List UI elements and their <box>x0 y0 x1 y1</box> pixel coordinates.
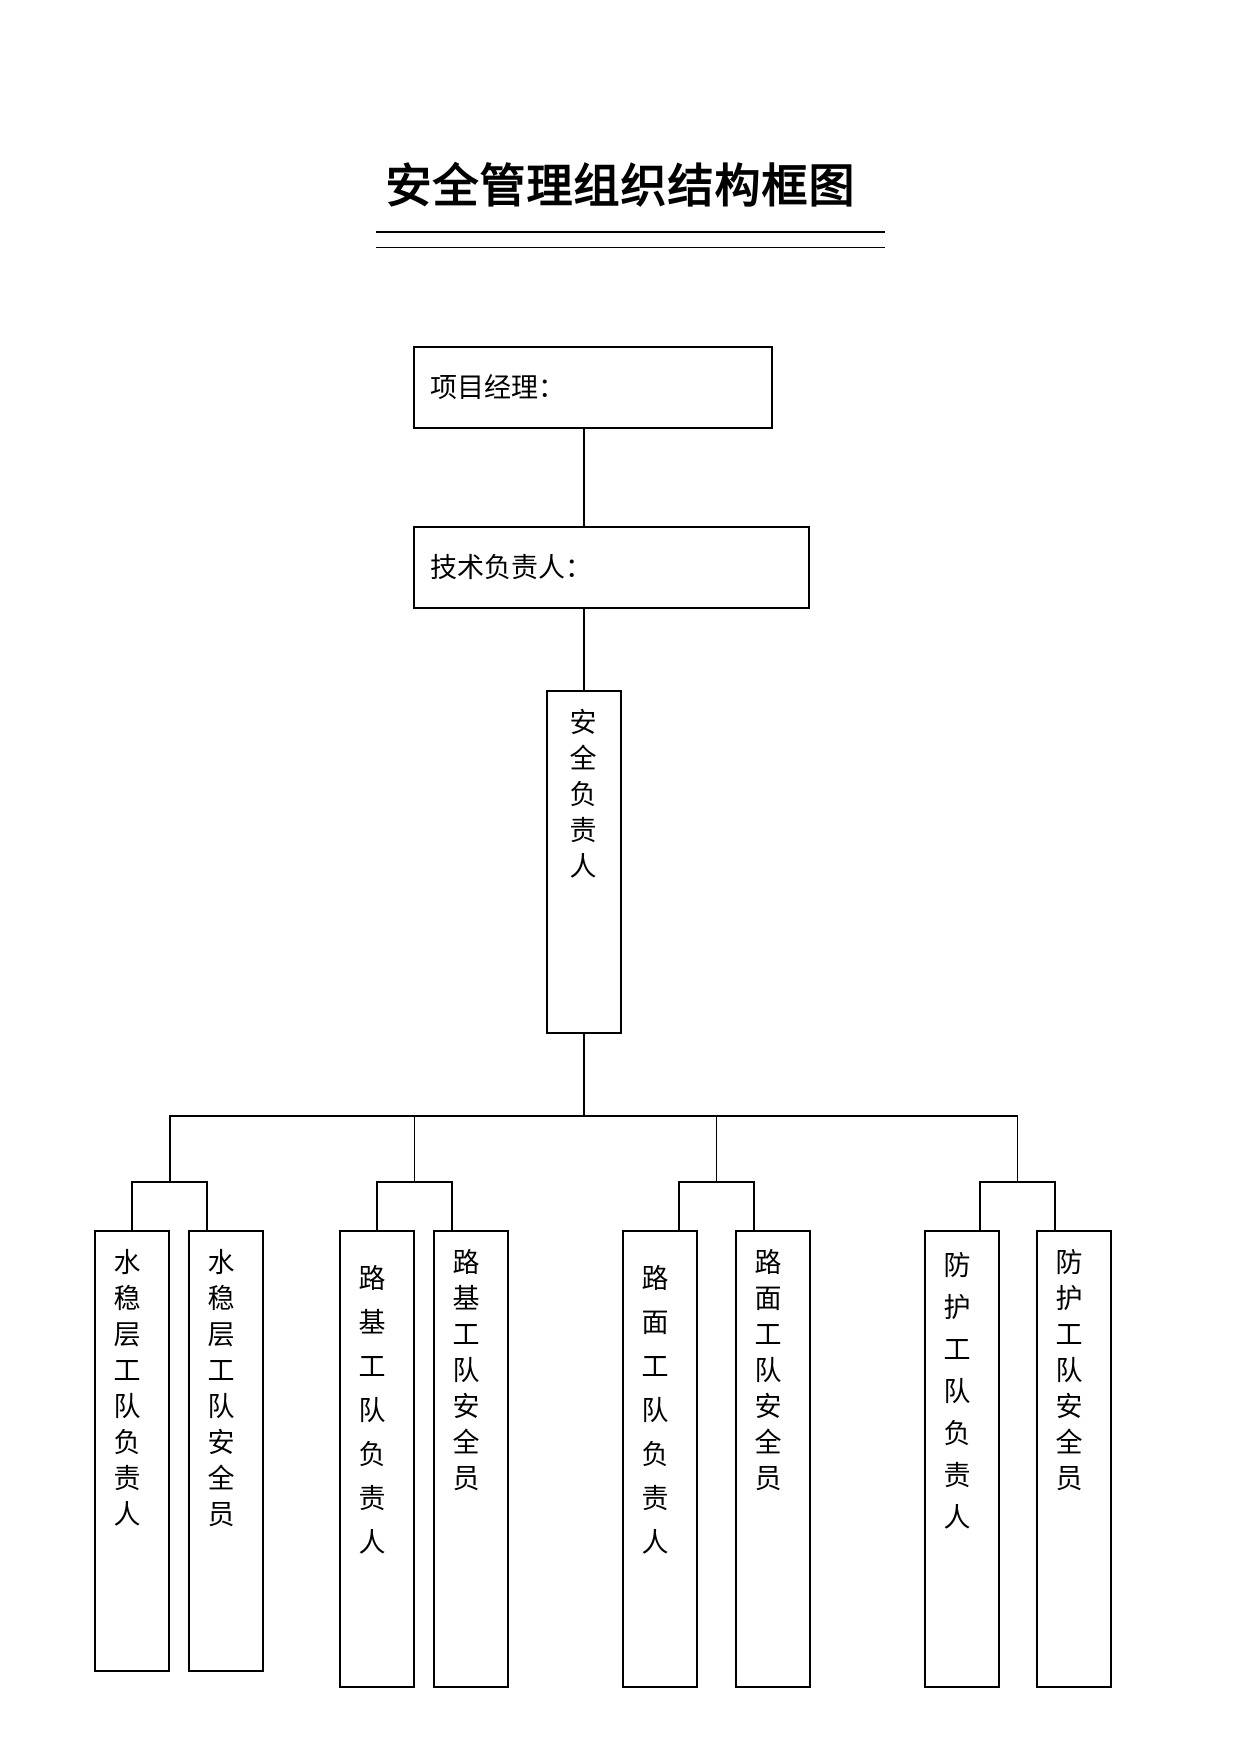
team-1-safety-drop <box>206 1181 208 1230</box>
team-3-bar <box>678 1181 755 1183</box>
team-1-bar <box>131 1181 208 1183</box>
project-manager-label: 项目经理： <box>430 373 565 404</box>
team-3-lead-label: 路面工队负责人 <box>641 1264 669 1559</box>
team-2-lead-drop <box>376 1181 378 1230</box>
main-bus <box>169 1115 1018 1117</box>
team-3-safety-box: 路面工队安全员 <box>735 1230 811 1688</box>
team-2-safety-box: 路基工队安全员 <box>433 1230 509 1688</box>
safety-lead-box: 安全负责人 <box>546 690 622 1034</box>
tech-lead-label: 技术负责人： <box>430 553 592 584</box>
title-underline-top <box>376 231 885 233</box>
team-3-safety-drop <box>753 1181 755 1230</box>
connector-pm-tech <box>583 429 585 526</box>
team-4-bar <box>979 1181 1056 1183</box>
team-4-lead-drop <box>979 1181 981 1230</box>
team-3-lead-drop <box>678 1181 680 1230</box>
connector-tech-safety <box>583 609 585 690</box>
title-underline-bottom <box>376 247 885 248</box>
team-2-lead-label: 路基工队负责人 <box>358 1264 386 1559</box>
team-1-safety-box: 水稳层工队安全员 <box>188 1230 264 1672</box>
team-4-lead-label: 防护工队负责人 <box>943 1251 971 1534</box>
team-2-safety-drop <box>451 1181 453 1230</box>
drop-team-3 <box>716 1115 717 1181</box>
team-2-lead-box: 路基工队负责人 <box>339 1230 415 1688</box>
drop-team-1 <box>169 1115 171 1181</box>
team-2-bar <box>376 1181 453 1183</box>
drop-team-2 <box>414 1115 415 1181</box>
team-4-safety-box: 防护工队安全员 <box>1036 1230 1112 1688</box>
team-1-lead-drop <box>131 1181 133 1230</box>
team-1-lead-box: 水稳层工队负责人 <box>94 1230 170 1672</box>
project-manager-box: 项目经理： <box>413 346 773 429</box>
page-title: 安全管理组织结构框图 <box>385 159 856 213</box>
team-1-lead-label: 水稳层工队负责人 <box>113 1248 141 1531</box>
team-3-lead-box: 路面工队负责人 <box>622 1230 698 1688</box>
team-3-safety-label: 路面工队安全员 <box>754 1248 782 1495</box>
drop-team-4 <box>1017 1115 1018 1181</box>
team-4-safety-drop <box>1054 1181 1056 1230</box>
connector-safety-bus <box>583 1034 585 1116</box>
safety-lead-label: 安全负责人 <box>569 708 597 883</box>
tech-lead-box: 技术负责人： <box>413 526 810 609</box>
team-4-safety-label: 防护工队安全员 <box>1055 1248 1083 1495</box>
team-1-safety-label: 水稳层工队安全员 <box>207 1248 235 1531</box>
team-2-safety-label: 路基工队安全员 <box>452 1248 480 1495</box>
team-4-lead-box: 防护工队负责人 <box>924 1230 1000 1688</box>
